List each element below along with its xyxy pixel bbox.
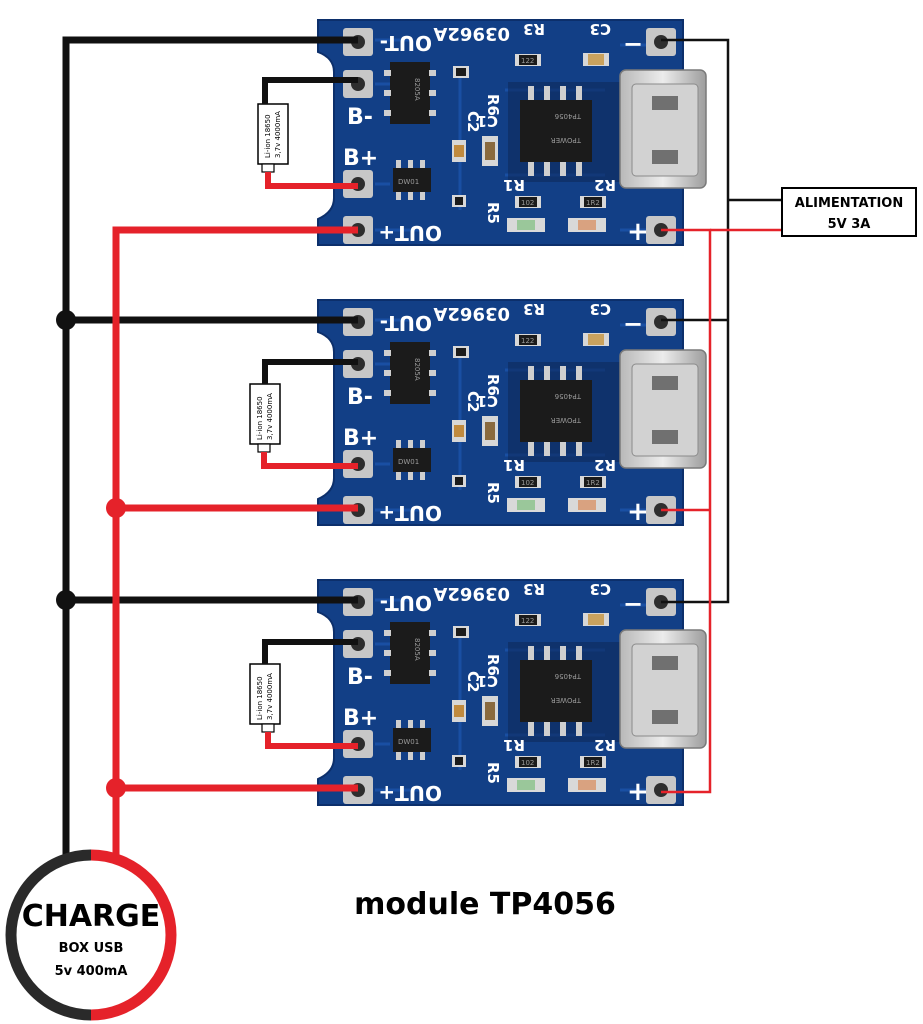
module-2 [316,298,708,527]
svg-text:C1: C1 [477,112,498,130]
svg-text:R5: R5 [484,482,502,504]
svg-text:C3: C3 [590,300,611,318]
junction-dot [56,310,76,330]
svg-text:−: − [623,30,643,58]
svg-text:1R2: 1R2 [586,199,600,207]
svg-text:R1: R1 [503,456,525,474]
svg-text:TP4056: TP4056 [554,392,582,400]
junction-dot [106,498,126,518]
svg-text:DW01: DW01 [398,178,419,186]
svg-text:102: 102 [521,759,534,767]
input-wiring [661,38,782,794]
svg-text:03962A: 03962A [433,23,510,44]
svg-text:OUT+: OUT+ [378,221,442,245]
svg-text:R1: R1 [503,736,525,754]
svg-text:R5: R5 [484,762,502,784]
svg-text:Li-ion 18650: Li-ion 18650 [256,676,264,720]
svg-text:OUT-: OUT- [380,311,432,335]
svg-text:+: + [627,497,649,527]
svg-text:R2: R2 [594,176,616,194]
svg-text:122: 122 [521,57,534,65]
module-1-labels: OUT- B- B+ OUT+ − + 03962A R3 C3 R6 C2 C… [343,20,649,247]
svg-text:8205A: 8205A [413,638,421,661]
charge-subtitle: BOX USB [59,941,124,956]
svg-text:Li-ion 18650: Li-ion 18650 [264,114,272,158]
supply-rating: 5V 3A [828,217,871,232]
svg-text:8205A: 8205A [413,358,421,381]
svg-text:102: 102 [521,479,534,487]
svg-text:B-: B- [347,665,373,690]
module-3-labels: OUT- B- B+ OUT+ − + 03962A R3 C3 R6 C2 C… [343,580,649,807]
output-wiring [56,36,358,858]
junction-dot [56,590,76,610]
battery-1: Li-ion 18650 3,7v 4000mA [257,77,358,189]
svg-text:+: + [627,217,649,247]
svg-text:R1: R1 [503,176,525,194]
svg-text:1R2: 1R2 [586,479,600,487]
svg-text:C1: C1 [477,392,498,410]
svg-text:B-: B- [347,105,373,130]
svg-text:TP4056: TP4056 [554,672,582,680]
charge-box-usb: CHARGE BOX USB 5v 400mA [5,849,177,1021]
svg-text:C2: C2 [464,671,482,692]
svg-text:Li-ion 18650: Li-ion 18650 [256,396,264,440]
svg-text:−: − [623,590,643,618]
svg-text:B+: B+ [343,146,378,171]
svg-text:R5: R5 [484,202,502,224]
svg-text:TPOWER: TPOWER [551,136,582,144]
svg-text:+: + [627,777,649,807]
module-1 [316,18,708,247]
svg-text:B-: B- [347,385,373,410]
svg-text:122: 122 [521,337,534,345]
battery-3: Li-ion 18650 3,7v 4000mA [249,639,358,749]
svg-text:C1: C1 [477,672,498,690]
svg-text:R2: R2 [594,456,616,474]
svg-text:R3: R3 [523,300,545,318]
svg-text:TP4056: TP4056 [554,112,582,120]
svg-text:102: 102 [521,199,534,207]
svg-text:122: 122 [521,617,534,625]
svg-text:B+: B+ [343,706,378,731]
svg-text:1R2: 1R2 [586,759,600,767]
svg-text:3,7v 4000mA: 3,7v 4000mA [266,673,274,720]
svg-text:R2: R2 [594,736,616,754]
svg-text:OUT-: OUT- [380,591,432,615]
svg-text:R6: R6 [484,94,502,116]
svg-text:−: − [623,310,643,338]
svg-text:R3: R3 [523,20,545,38]
svg-text:03962A: 03962A [433,583,510,604]
battery-2: Li-ion 18650 3,7v 4000mA [249,359,358,469]
svg-text:R6: R6 [484,654,502,676]
charge-rating: 5v 400mA [55,964,128,979]
svg-text:03962A: 03962A [433,303,510,324]
charge-title: CHARGE [22,899,161,934]
junction-dot [106,778,126,798]
power-supply-box: ALIMENTATION 5V 3A [781,187,917,237]
svg-text:3,7v 4000mA: 3,7v 4000mA [266,393,274,440]
svg-text:C2: C2 [464,391,482,412]
module-2-labels: OUT- B- B+ OUT+ − + 03962A R3 C3 R6 C2 C… [343,300,649,527]
svg-text:OUT-: OUT- [380,31,432,55]
svg-text:3,7v 4000mA: 3,7v 4000mA [274,111,282,158]
svg-text:R3: R3 [523,580,545,598]
svg-text:OUT+: OUT+ [378,781,442,805]
module-3 [316,578,708,807]
svg-text:8205A: 8205A [413,78,421,101]
svg-text:C3: C3 [590,20,611,38]
svg-text:C2: C2 [464,111,482,132]
supply-label: ALIMENTATION [795,196,903,211]
svg-text:C3: C3 [590,580,611,598]
svg-text:DW01: DW01 [398,458,419,466]
svg-text:R6: R6 [484,374,502,396]
svg-text:TPOWER: TPOWER [551,696,582,704]
svg-text:DW01: DW01 [398,738,419,746]
svg-text:B+: B+ [343,426,378,451]
svg-text:OUT+: OUT+ [378,501,442,525]
svg-text:TPOWER: TPOWER [551,416,582,424]
diagram-title: module TP4056 [354,887,616,922]
